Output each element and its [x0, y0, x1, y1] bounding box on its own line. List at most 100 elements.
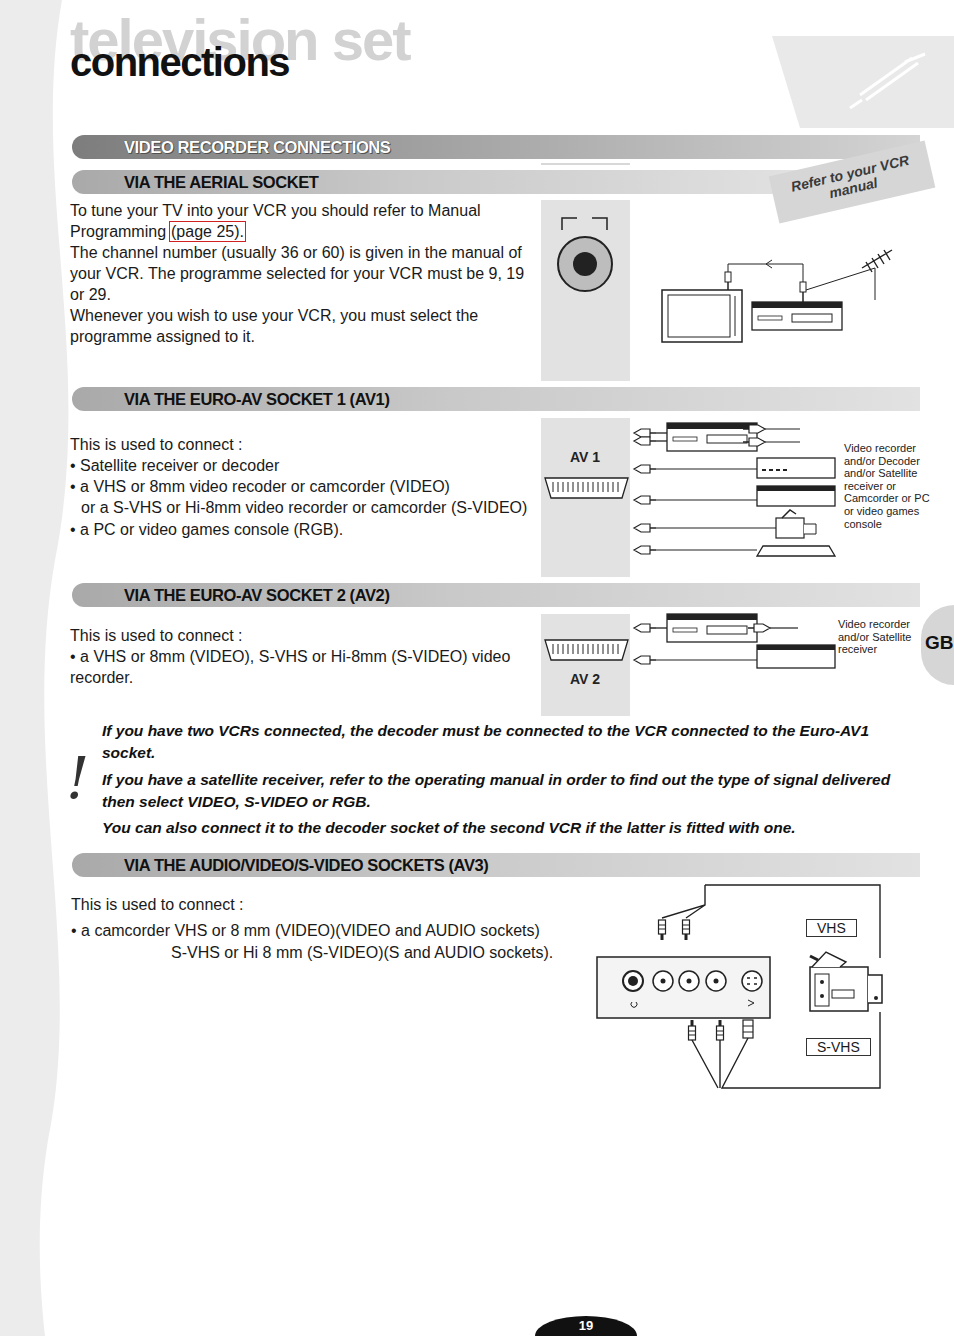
artwork-path [631, 1002, 637, 1007]
artwork-g [717, 1020, 724, 1040]
artwork-line [656, 432, 667, 433]
artwork-path [810, 956, 818, 960]
artwork-circle [628, 976, 638, 986]
body-text: • a PC or video games console (RGB). [70, 519, 343, 540]
artwork-path [545, 478, 628, 498]
body-text: Whenever you wish to use your VCR, you m… [70, 305, 500, 347]
artwork-path [728, 264, 803, 282]
artwork-rect [776, 518, 804, 538]
artwork-use [752, 302, 842, 330]
artwork-rect [668, 295, 730, 337]
body-text: ! [66, 748, 89, 808]
artwork-line [656, 549, 757, 550]
artwork-use [634, 656, 656, 664]
artwork-line [735, 296, 736, 336]
artwork-rect [832, 990, 854, 998]
artwork-use [634, 429, 656, 437]
artwork-line [656, 627, 667, 628]
artwork-line [656, 499, 757, 500]
artwork-use [634, 524, 656, 532]
page-number: 19 [535, 1316, 637, 1336]
body-text: This is used to connect : [70, 434, 243, 455]
body-text: or a S-VHS or Hi-8mm video recorder or c… [81, 497, 541, 518]
artwork-path [562, 218, 607, 230]
artwork-g [689, 1020, 696, 1040]
artwork-rect [757, 645, 835, 650]
artwork-rect [725, 272, 731, 282]
section-band-text: VIA THE EURO-AV SOCKET 2 (AV2) [124, 583, 920, 607]
artwork-rect [757, 486, 835, 491]
artwork-circle [558, 237, 612, 291]
artwork-path [553, 644, 618, 654]
artwork-use [717, 1020, 724, 1040]
artwork-circle [661, 979, 666, 984]
artwork-rect [541, 614, 630, 716]
artwork-use [743, 438, 765, 446]
body-text: If you have a satellite receiver, refer … [102, 769, 902, 813]
section-band-text: VIDEO RECORDER CONNECTIONS [124, 135, 920, 159]
artwork-use [634, 465, 656, 473]
artwork-circle [874, 996, 878, 1000]
artwork-circle [706, 971, 726, 991]
artwork-circle [679, 971, 699, 991]
body-text: If you have two VCRs connected, the deco… [102, 720, 902, 764]
artwork-use [667, 614, 757, 642]
body-text: • a camcorder VHS or 8 mm (VIDEO)(VIDEO … [71, 920, 540, 941]
label-box: VHS [806, 919, 857, 937]
language-tab: GB [921, 605, 954, 685]
artwork-rect [541, 200, 630, 381]
artwork-path [748, 1000, 754, 1006]
artwork-circle [820, 994, 824, 998]
artwork-circle [653, 971, 673, 991]
note-tab-text: Refer to your VCR manual [780, 151, 923, 212]
section-band-text: VIA THE AERIAL SOCKET [124, 170, 812, 194]
artwork-use [748, 624, 770, 632]
body-text: To tune your TV into your VCR you should… [70, 200, 481, 221]
artwork-rect [800, 282, 806, 292]
body-text: Programming [70, 221, 166, 242]
artwork-path [806, 268, 875, 300]
artwork-path [553, 482, 618, 492]
artwork-path [757, 546, 835, 556]
artwork-rect [597, 957, 770, 1018]
body-text: S-VHS or Hi 8 mm (S-VIDEO)(S and AUDIO s… [171, 942, 553, 963]
page-number-text: 19 [535, 1319, 637, 1333]
body-text: Video recorder and/or Satellite receiver [838, 618, 923, 656]
artwork-path [662, 885, 705, 918]
artwork-rect [541, 418, 630, 577]
section-band: VIDEO RECORDER CONNECTIONS [72, 135, 920, 159]
artwork-path [762, 469, 787, 471]
artwork-line [541, 163, 630, 165]
artwork-line [656, 468, 757, 469]
page-title: connections [70, 40, 289, 84]
highlight-box: (page 25). [169, 221, 246, 242]
artwork-circle [742, 971, 762, 991]
artwork-path [782, 510, 796, 518]
artwork-use [683, 920, 690, 940]
artwork-path [804, 524, 816, 534]
section-band-text: VIA THE EURO-AV SOCKET 1 (AV1) [124, 387, 920, 411]
body-text: • Satellite receiver or decoder [70, 455, 279, 476]
section-band: VIA THE AUDIO/VIDEO/S-VIDEO SOCKETS (AV3… [72, 853, 920, 877]
artwork-path [766, 260, 772, 268]
artwork-path [743, 1026, 753, 1032]
label-box-text: VHS [817, 920, 846, 936]
artwork-line [770, 627, 798, 628]
section-band: VIA THE EURO-AV SOCKET 2 (AV2) [72, 583, 920, 607]
artwork-line [802, 292, 804, 302]
artwork-circle [573, 252, 597, 276]
artwork-line [656, 440, 667, 441]
section-band: VIA THE AERIAL SOCKET [72, 170, 812, 194]
body-text: • a VHS or 8mm video recoder or camcorde… [70, 476, 450, 497]
body-text: • a VHS or 8mm (VIDEO), S-VHS or Hi-8mm … [70, 646, 525, 688]
label-box-text: S-VHS [817, 1039, 860, 1055]
artwork-rect [757, 645, 835, 668]
artwork-use [689, 1020, 696, 1040]
artwork-use [659, 920, 666, 940]
artwork-path [545, 640, 628, 660]
artwork-path [850, 54, 925, 108]
label-box: S-VHS [806, 1038, 871, 1056]
artwork-path [705, 885, 880, 958]
artwork-circle [687, 979, 692, 984]
